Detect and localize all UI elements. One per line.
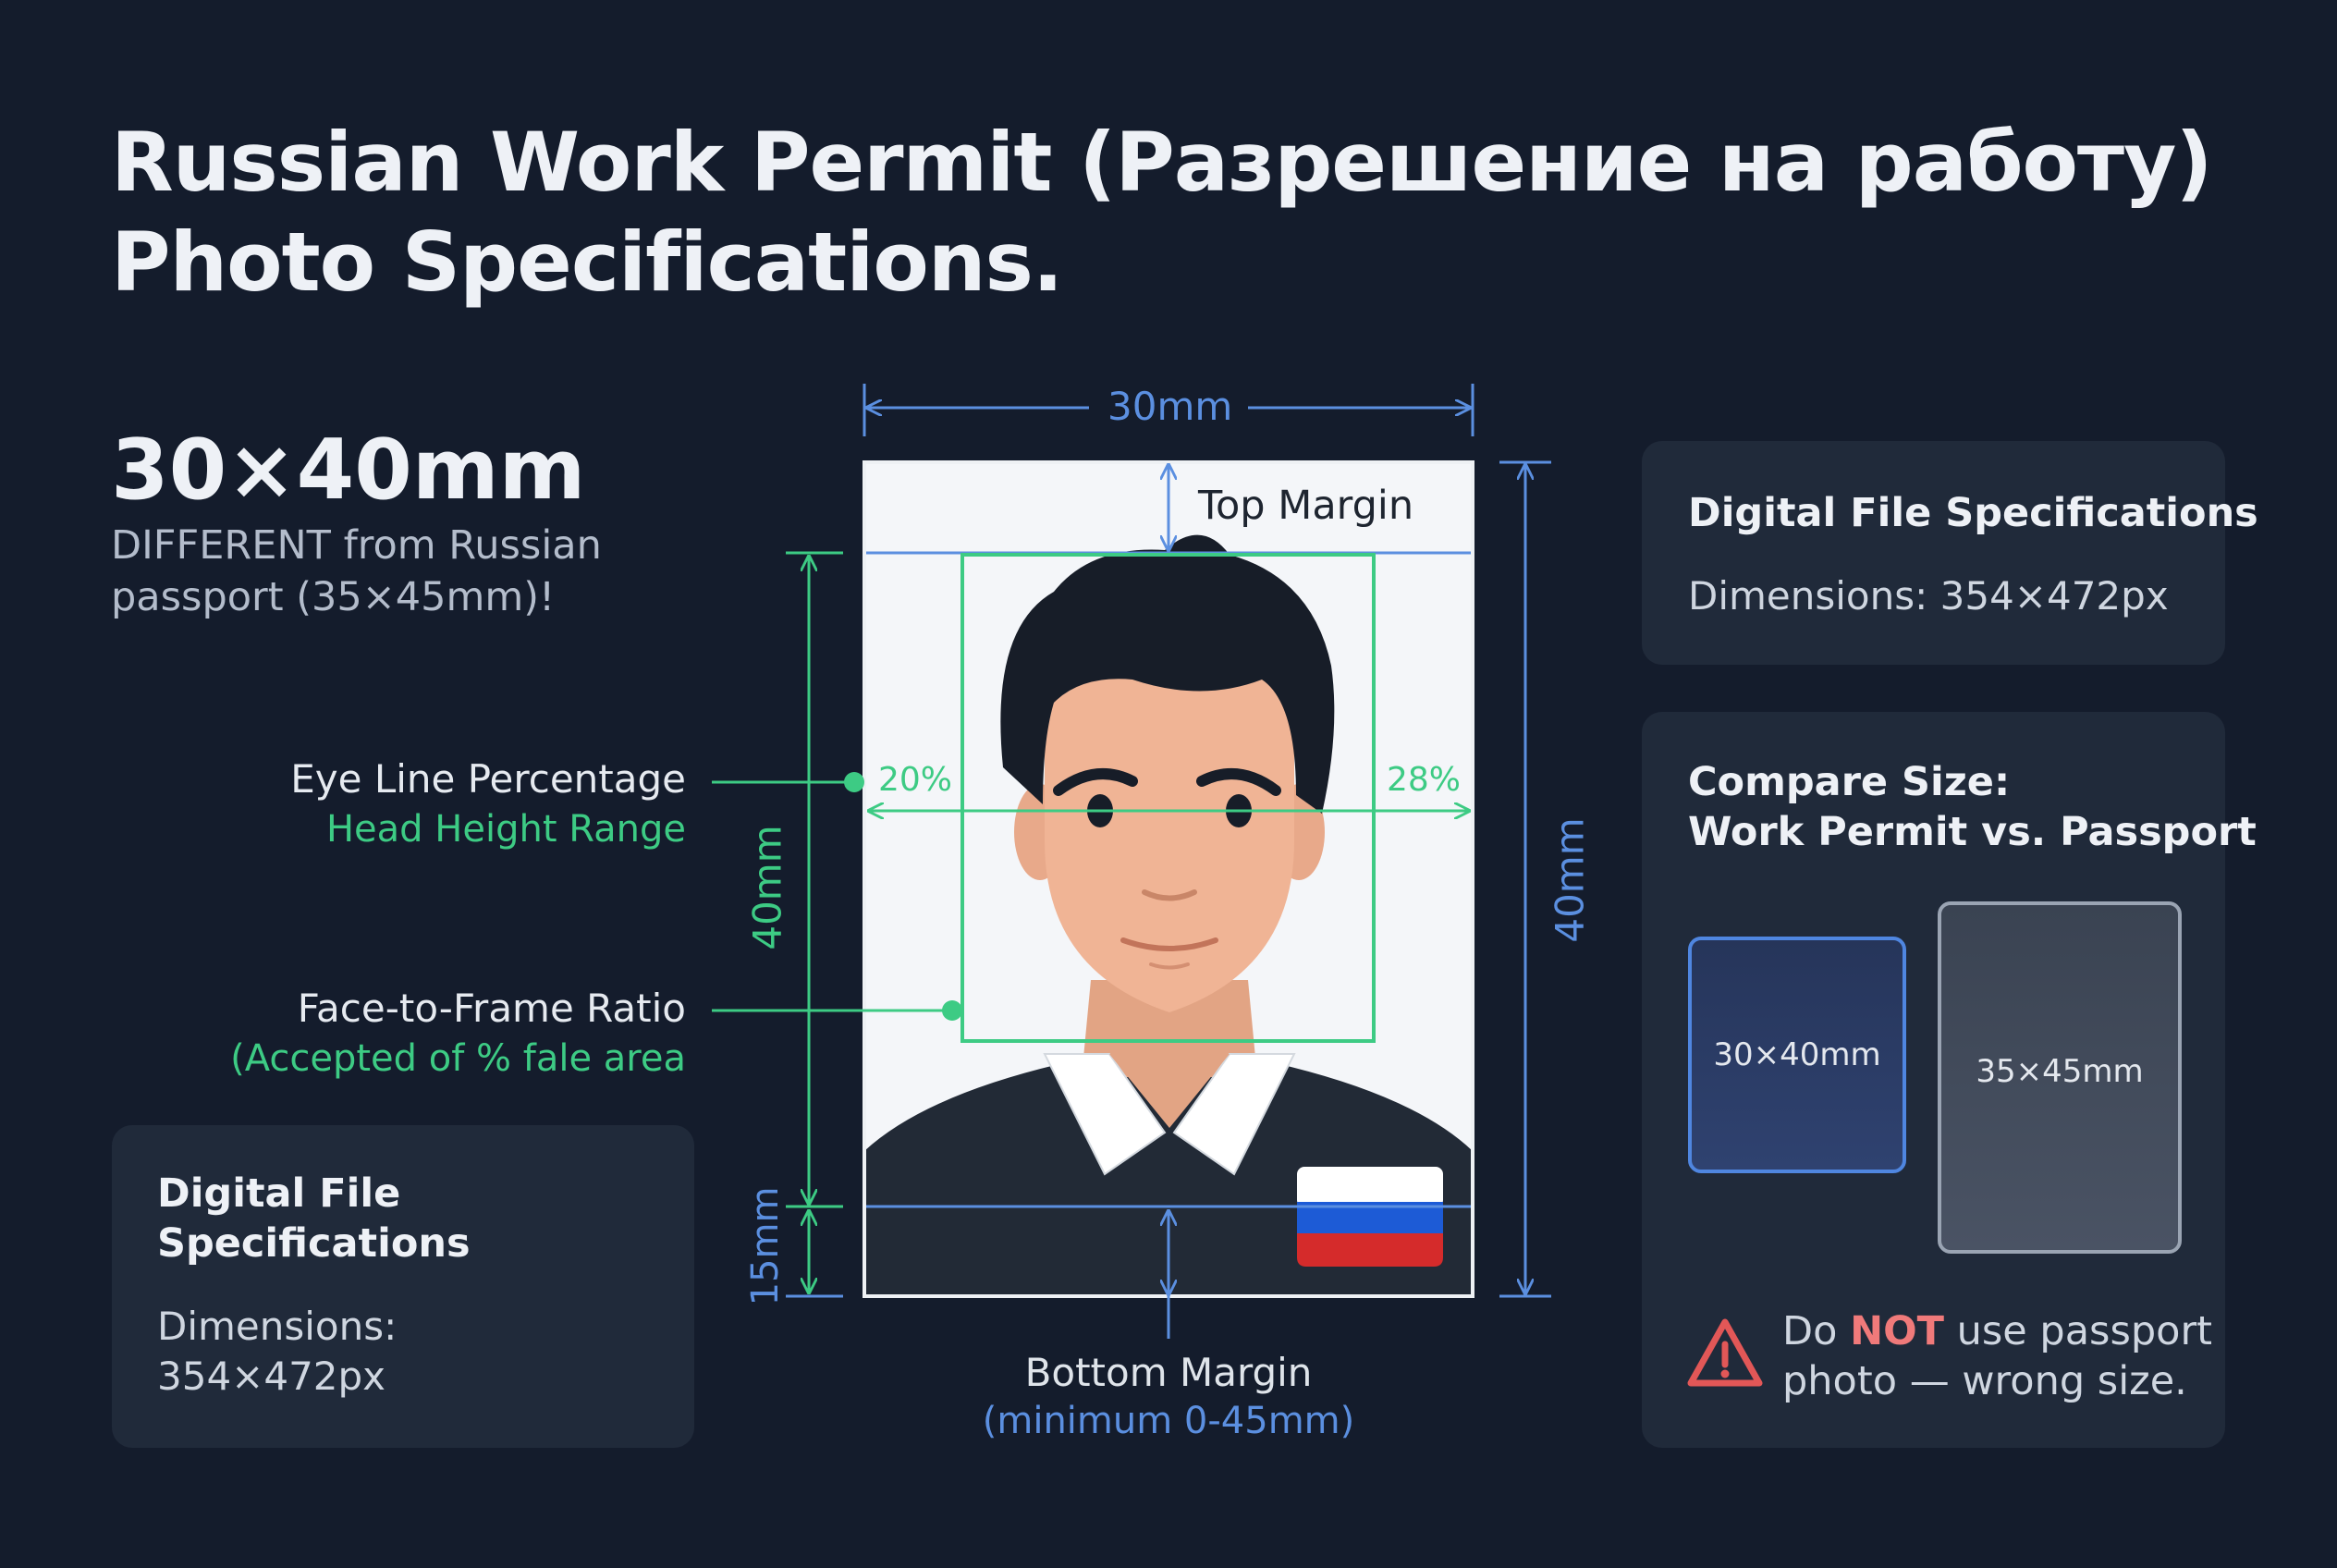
passport-size-box: 35×45mm — [1938, 901, 2182, 1254]
left-panel-text-1: Dimensions: — [157, 1304, 398, 1349]
bottom-margin-label: Bottom Margin — [1024, 1350, 1313, 1395]
title-line-2: Photo Specifications. — [111, 214, 1063, 310]
right-panel-text: Dimensions: 354×472px — [1688, 573, 2169, 619]
left-panel-heading-1: Digital File — [157, 1170, 401, 1217]
size-note: DIFFERENT from Russian passport (35×45mm… — [111, 520, 602, 623]
size-note-line-2: passport (35×45mm)! — [111, 574, 556, 620]
face-ratio-sub-label: (Accepted of % fale area — [230, 1037, 686, 1080]
warning-icon — [1687, 1318, 1763, 1387]
work-permit-size-label: 30×40mm — [1713, 1036, 1881, 1073]
warning-emphasis: NOT — [1850, 1308, 1944, 1354]
pct-left: 20% — [878, 761, 953, 799]
warning-text-line-1: Do NOT use passport — [1782, 1308, 2213, 1354]
size-note-line-1: DIFFERENT from Russian — [111, 522, 602, 569]
compare-heading-1: Compare Size: — [1688, 759, 2011, 805]
face — [1045, 592, 1294, 1012]
face-ratio-label: Face-to-Frame Ratio — [297, 986, 686, 1031]
bottom-margin-sub-label: (minimum 0-45mm) — [982, 1400, 1355, 1442]
width-label: 30mm — [1107, 384, 1233, 429]
height-label-right: 40mm — [1547, 817, 1593, 943]
size-headline: 30×40mm — [111, 422, 586, 519]
photo-frame — [863, 460, 1474, 1298]
hair — [1000, 534, 1335, 814]
left-panel-heading-2: Specifications — [157, 1220, 471, 1267]
work-permit-size-box: 30×40mm — [1688, 937, 1906, 1173]
width-dimension — [863, 384, 1474, 436]
passport-size-label: 35×45mm — [1976, 1053, 2144, 1090]
title-line-1: Russian Work Permit (Разрешение на работ… — [111, 115, 2213, 210]
neck — [1082, 980, 1257, 1077]
bottom-dim-label: 15mm — [744, 1186, 787, 1306]
pct-right: 28% — [1387, 761, 1462, 799]
warning-text-line-2: photo — wrong size. — [1782, 1358, 2187, 1404]
collar-left — [1043, 1053, 1167, 1176]
top-margin-label: Top Margin — [1198, 483, 1414, 529]
right-spec-panel: Digital File Specifications Dimensions: … — [1642, 441, 2258, 665]
left-spec-panel: Digital File Specifications Dimensions: … — [112, 1125, 694, 1448]
height-label-left: 40mm — [744, 825, 790, 950]
compare-panel: Compare Size: Work Permit vs. Passport 3… — [1642, 712, 2257, 1448]
collar-right — [1172, 1053, 1296, 1176]
right-panel-heading: Digital File Specifications — [1688, 490, 2258, 536]
page-title: Russian Work Permit (Разрешение на работ… — [111, 113, 2237, 312]
compare-heading-2: Work Permit vs. Passport — [1688, 809, 2257, 855]
face-box — [960, 553, 1376, 1043]
russian-flag — [1297, 1167, 1443, 1267]
left-panel-text-2: 354×472px — [157, 1354, 386, 1399]
eye-line-label: Eye Line Percentage — [290, 756, 686, 802]
head-range-label: Head Height Range — [325, 808, 686, 851]
